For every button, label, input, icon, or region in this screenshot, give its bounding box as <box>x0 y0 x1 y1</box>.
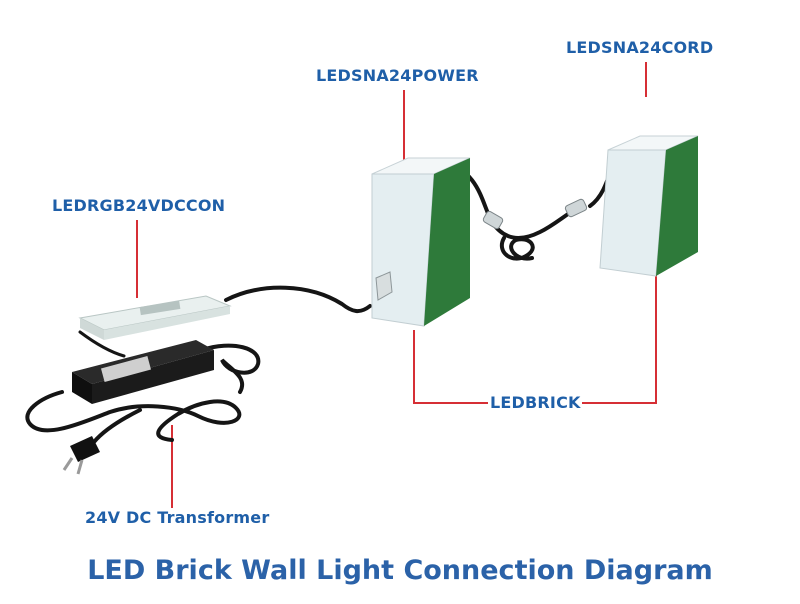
connector-left <box>482 210 504 230</box>
transformer <box>72 340 214 404</box>
cable-mains-coil <box>25 390 242 442</box>
brick-power-side <box>424 158 470 326</box>
inline-connectors <box>482 198 588 230</box>
controller-end <box>104 306 230 340</box>
transformer-front <box>72 372 92 404</box>
label-ledsna24power: LEDSNA24POWER <box>316 66 479 85</box>
plug-pin-left <box>62 457 74 471</box>
plug-pin-right <box>76 459 84 475</box>
cable-controller-to-brick <box>224 285 372 313</box>
label-ledbrick: LEDBRICK <box>490 393 581 412</box>
transformer-side <box>92 350 214 404</box>
label-ledrgb24vdccon: LEDRGB24VDCCON <box>52 196 226 215</box>
cable-cord-coil <box>500 236 535 261</box>
cable-mains-to-plug <box>92 408 142 444</box>
label-transformer: 24V DC Transformer <box>85 508 270 527</box>
cable-controller-to-transformer <box>78 330 126 358</box>
cable-power-to-cord <box>440 160 580 240</box>
diagram-title: LED Brick Wall Light Connection Diagram <box>87 555 713 586</box>
led-brick-cord <box>599 135 699 277</box>
led-brick-power <box>371 157 471 327</box>
controller-label <box>139 300 181 316</box>
brick-power-front <box>371 173 435 327</box>
connector-right <box>564 198 588 218</box>
plug-body <box>70 436 100 462</box>
controller-front <box>80 318 104 340</box>
transformer-sticker <box>101 356 151 382</box>
rgb-controller <box>78 295 232 340</box>
brick-cord-side <box>656 136 698 276</box>
leader-line-ledbrick <box>413 330 488 404</box>
leader-line-ledbrick-right <box>582 275 657 404</box>
label-ledsna24cord: LEDSNA24CORD <box>566 38 714 57</box>
brick-power-connector <box>375 271 393 301</box>
mains-plug <box>62 436 100 475</box>
cables <box>25 138 642 444</box>
brick-cord-front <box>599 149 667 277</box>
cable-transformer-coil <box>200 343 261 394</box>
